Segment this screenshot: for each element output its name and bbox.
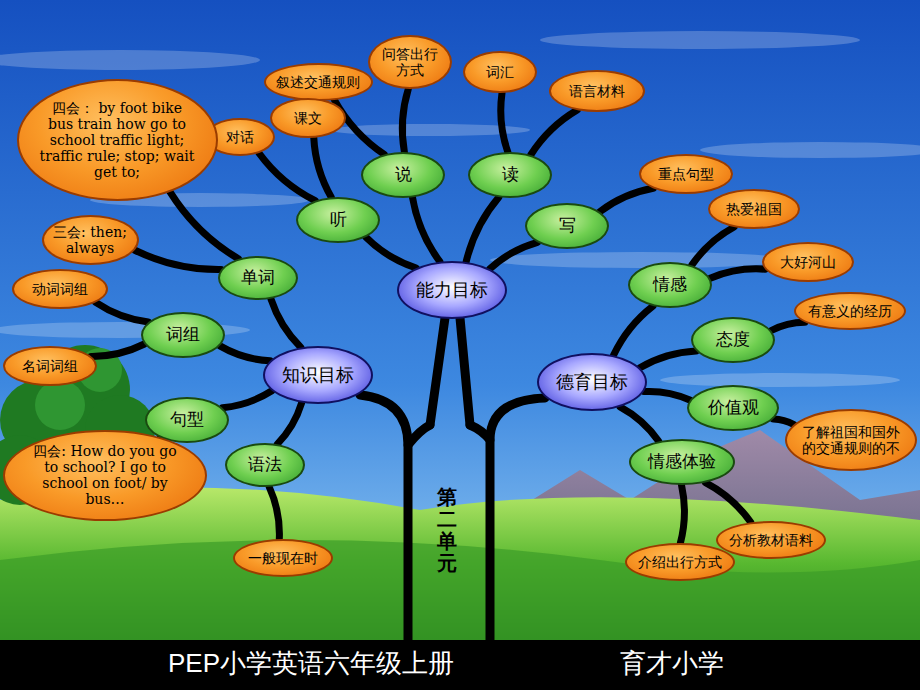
branch-ellipse: 情感体验 (629, 439, 735, 485)
leaf-ellipse: 名词词组 (3, 346, 97, 386)
leaf-ellipse: 动词词组 (12, 269, 108, 309)
node-text: 三会: then; always (53, 224, 127, 256)
leaf-ellipse: 语言材料 (549, 70, 645, 112)
branch-line (710, 269, 765, 278)
branch-line (402, 89, 408, 152)
branch-ellipse: 单词 (218, 256, 298, 300)
branch-line (640, 351, 696, 368)
node-text: 有意义的经历 (808, 303, 892, 319)
footer-text: PEP小学英语六年级上册 (168, 646, 454, 681)
node-text: 一般现在时 (248, 550, 318, 566)
leaf-ellipse: 大好河山 (762, 242, 854, 282)
node-text: 能力目标 (416, 280, 488, 301)
node-text: 动词词组 (32, 281, 88, 297)
branch-ellipse: 语法 (225, 443, 305, 487)
branch-line (466, 197, 499, 262)
node-text: 大好河山 (780, 254, 836, 270)
leaf-ellipse: 分析教材语料 (716, 521, 826, 559)
goal-ellipse: 德育目标 (537, 353, 647, 411)
node-text: 句型 (170, 410, 204, 430)
branch-ellipse: 写 (525, 203, 609, 249)
branch-ellipse: 价值观 (687, 385, 779, 431)
node-text: 说 (395, 165, 412, 185)
node-text: 情感 (653, 275, 687, 295)
branch-line (269, 487, 279, 539)
unit-label: 第二单元 (437, 486, 457, 574)
node-text: 了解祖国和国外的交通规则的不 (800, 424, 902, 456)
leaf-ellipse: 一般现在时 (233, 539, 333, 577)
goal-ellipse: 知识目标 (263, 346, 373, 404)
branch-ellipse: 读 (468, 152, 552, 198)
branch-line (620, 407, 659, 441)
branch-line (91, 344, 144, 356)
node-text: 德育目标 (556, 372, 628, 393)
branch-line (134, 250, 221, 270)
node-text: 语法 (248, 455, 282, 475)
leaf-ellipse: 热爱祖国 (708, 189, 800, 229)
leaf-ellipse: 重点句型 (639, 154, 733, 194)
leaf-ellipse: 了解祖国和国外的交通规则的不 (785, 409, 917, 471)
branch-line (614, 306, 654, 355)
branch-line (366, 237, 416, 268)
leaf-ellipse: 有意义的经历 (794, 292, 906, 330)
branch-line (170, 192, 238, 259)
branch-line (600, 188, 653, 211)
node-text: 听 (330, 210, 347, 230)
node-text: 读 (502, 165, 519, 185)
branch-line (96, 302, 149, 322)
node-text: 介绍出行方式 (638, 554, 722, 570)
branch-line (220, 346, 270, 361)
branch-line (706, 483, 751, 523)
node-text: 知识目标 (282, 365, 354, 386)
node-text: 叙述交通规则 (276, 74, 360, 90)
branch-ellipse: 词组 (141, 312, 225, 358)
node-text: 语言材料 (569, 83, 625, 99)
branch-line (271, 299, 301, 348)
branch-line (644, 391, 690, 400)
branch-ellipse: 听 (296, 197, 380, 243)
branch-line (277, 403, 301, 444)
footer-text: 育才小学 (620, 646, 724, 681)
leaf-ellipse: 三会: then; always (42, 215, 139, 265)
branch-line (490, 242, 538, 269)
node-text: 热爱祖国 (726, 201, 782, 217)
branch-line (531, 110, 578, 155)
branch-line (501, 93, 508, 152)
branch-line (223, 391, 272, 408)
node-text: 重点句型 (658, 166, 714, 182)
node-text: 课文 (294, 110, 322, 126)
node-text: 问答出行方式 (378, 46, 442, 78)
node-text: 情感体验 (648, 452, 716, 472)
branch-line (692, 227, 734, 265)
node-text: 价值观 (708, 398, 759, 418)
leaf-ellipse: 介绍出行方式 (625, 543, 735, 581)
leaf-ellipse: 课文 (270, 98, 346, 138)
branch-ellipse: 说 (361, 152, 445, 198)
branch-line (259, 153, 315, 201)
branch-line (771, 322, 805, 330)
leaf-ellipse: 词汇 (463, 51, 537, 93)
branch-line (413, 197, 440, 261)
node-text: 态度 (716, 330, 750, 350)
leaf-ellipse: 叙述交通规则 (264, 63, 373, 101)
branch-line (773, 419, 793, 425)
branch-ellipse: 态度 (691, 317, 775, 363)
leaf-ellipse: 问答出行方式 (368, 35, 452, 89)
node-text: 词汇 (486, 64, 514, 80)
node-text: 四会： by foot bike bus train how go to sch… (39, 100, 196, 180)
goal-ellipse: 能力目标 (397, 261, 507, 319)
branch-line (680, 485, 684, 543)
branch-ellipse: 情感 (628, 262, 712, 308)
node-text: 名词词组 (22, 358, 78, 374)
leaf-ellipse: 四会： by foot bike bus train how go to sch… (17, 79, 218, 201)
node-text: 词组 (166, 325, 200, 345)
node-text: 对话 (226, 129, 254, 145)
branch-line (314, 138, 332, 198)
node-text: 单词 (241, 268, 275, 288)
node-text: 写 (559, 216, 576, 236)
node-text: 四会: How do you go to school? I go to sch… (25, 443, 185, 507)
node-text: 分析教材语料 (729, 532, 813, 548)
leaf-ellipse: 四会: How do you go to school? I go to sch… (3, 430, 207, 521)
